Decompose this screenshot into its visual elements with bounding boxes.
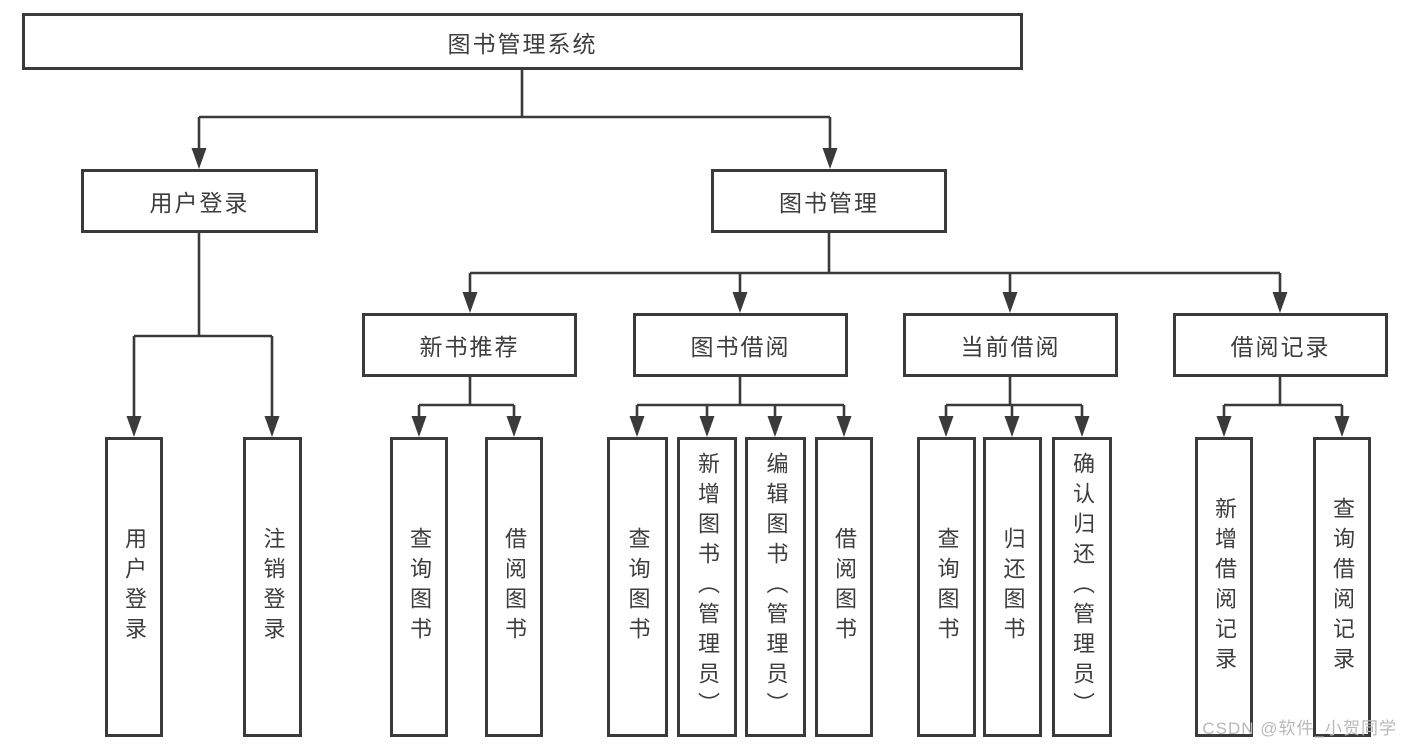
leaf-add-book-admin: 新增图书（管理员） bbox=[677, 437, 737, 737]
node-label: 当前借阅 bbox=[960, 334, 1061, 360]
leaf-confirm-return-admin: 确认归还（管理员） bbox=[1052, 437, 1112, 737]
node-new-book-recommendation: 新书推荐 bbox=[362, 313, 577, 377]
node-book-borrowing: 图书借阅 bbox=[633, 313, 848, 377]
leaf-user-login: 用户登录 bbox=[105, 437, 163, 737]
node-label: 用户登录 bbox=[149, 190, 250, 216]
leaf-query-book: 查询图书 bbox=[917, 437, 976, 737]
leaf-label: 编辑图书（管理员） bbox=[763, 452, 789, 722]
leaf-query-book: 查询图书 bbox=[607, 437, 668, 737]
leaf-borrow-book: 借阅图书 bbox=[485, 437, 543, 737]
leaf-label: 查询借阅记录 bbox=[1330, 497, 1355, 677]
leaf-label: 注销登录 bbox=[260, 527, 286, 647]
leaf-label: 新增图书（管理员） bbox=[695, 452, 720, 722]
leaf-query-borrow-record: 查询借阅记录 bbox=[1313, 437, 1371, 737]
node-library-management-system: 图书管理系统 bbox=[22, 13, 1023, 70]
node-label: 新书推荐 bbox=[419, 334, 520, 360]
leaf-logout: 注销登录 bbox=[243, 437, 302, 737]
leaf-borrow-book: 借阅图书 bbox=[815, 437, 873, 737]
csdn-watermark: CSDN @软件_小贺同学 bbox=[1202, 719, 1397, 738]
node-borrowing-records: 借阅记录 bbox=[1173, 313, 1388, 377]
arrowheads bbox=[126, 148, 1350, 437]
node-label: 图书管理系统 bbox=[447, 30, 598, 57]
leaf-label: 确认归还（管理员） bbox=[1070, 452, 1095, 722]
node-label: 借阅记录 bbox=[1230, 334, 1331, 360]
leaf-label: 用户登录 bbox=[122, 527, 147, 647]
leaf-edit-book-admin: 编辑图书（管理员） bbox=[745, 437, 806, 737]
leaf-return-book: 归还图书 bbox=[983, 437, 1042, 737]
node-book-management-branch: 图书管理 bbox=[711, 169, 947, 233]
leaf-query-book: 查询图书 bbox=[390, 437, 448, 737]
leaf-label: 查询图书 bbox=[934, 527, 960, 647]
node-label: 图书借阅 bbox=[690, 334, 791, 360]
leaf-label: 新增借阅记录 bbox=[1212, 497, 1237, 677]
node-current-borrowing: 当前借阅 bbox=[903, 313, 1118, 377]
leaf-add-borrow-record: 新增借阅记录 bbox=[1195, 437, 1253, 737]
node-label: 图书管理 bbox=[779, 190, 879, 216]
leaf-label: 查询图书 bbox=[625, 527, 651, 647]
leaf-label: 借阅图书 bbox=[502, 527, 527, 647]
leaf-label: 查询图书 bbox=[407, 527, 432, 647]
leaf-label: 归还图书 bbox=[1000, 527, 1026, 647]
leaf-label: 借阅图书 bbox=[832, 527, 857, 647]
node-user-login-branch: 用户登录 bbox=[81, 169, 318, 233]
